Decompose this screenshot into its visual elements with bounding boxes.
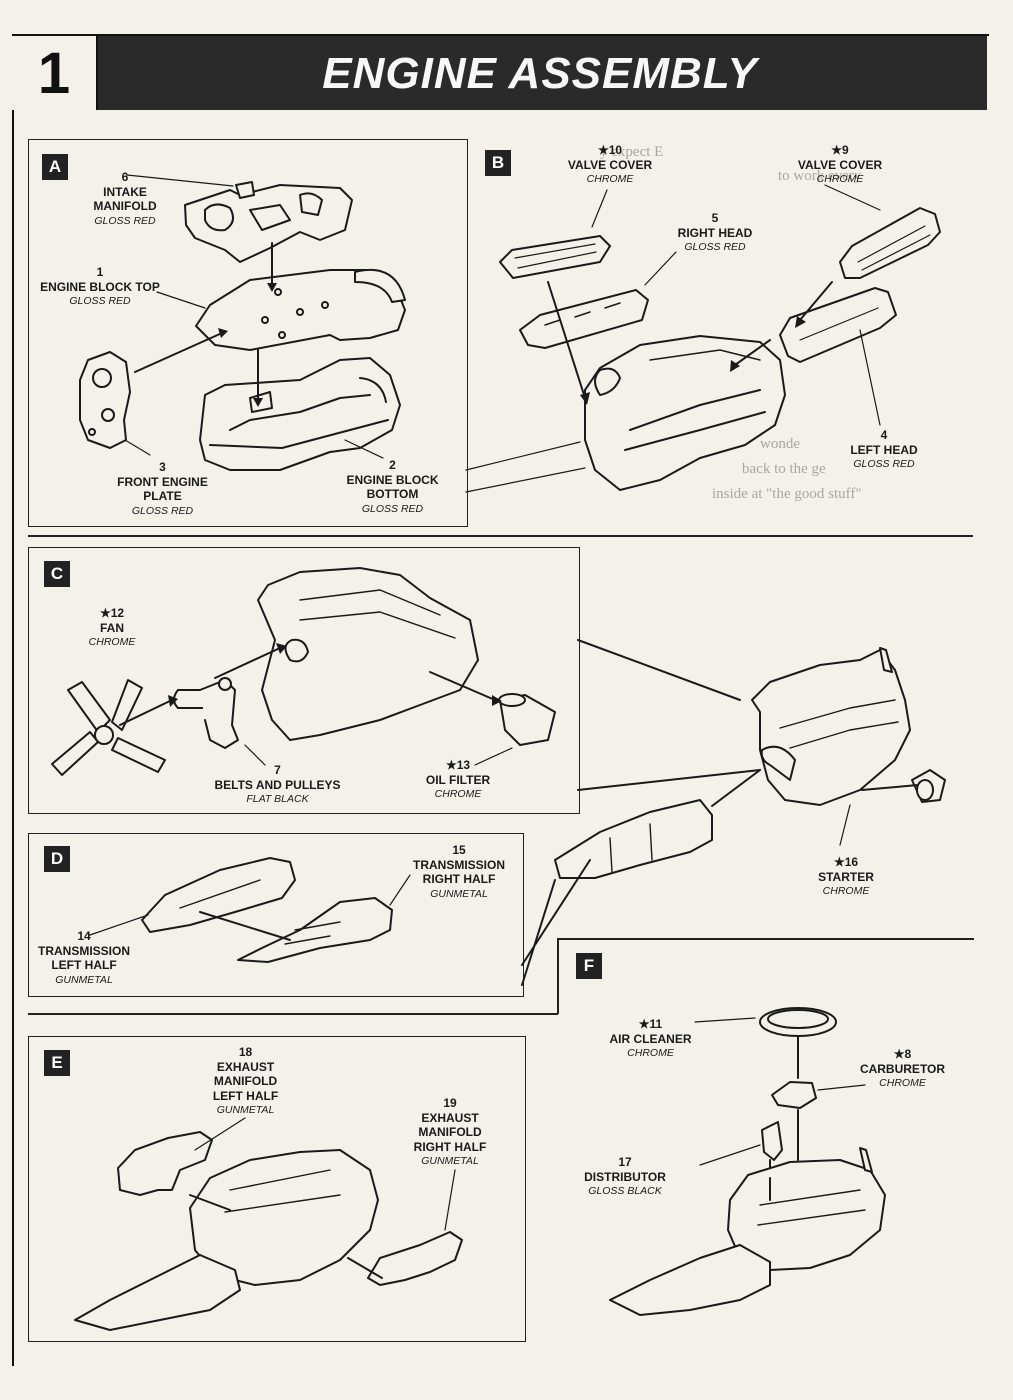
exhaust-manifold-right-part <box>367 1231 463 1286</box>
panel-a-letter: A <box>42 154 68 180</box>
panel-b-letter: B <box>485 150 511 176</box>
part-label-13: ★13 OIL FILTER CHROME <box>425 758 491 800</box>
exhaust-manifold-left-part <box>117 1131 213 1196</box>
engine-block-top-part <box>195 268 406 351</box>
part-label-9: ★9 VALVE COVER CHROME <box>797 143 883 185</box>
engine-assembly-e-part <box>74 1149 379 1331</box>
part-label-11: ★11 AIR CLEANER CHROME <box>609 1017 692 1059</box>
part-label-8: ★8 CARBURETOR CHROME <box>859 1047 946 1089</box>
panel-c-letter: C <box>44 561 70 587</box>
panel-e-letter: E <box>44 1050 70 1076</box>
air-cleaner-part <box>759 1007 837 1037</box>
valve-cover-9-part <box>839 207 941 279</box>
engine-block-bottom-part <box>199 357 401 471</box>
part-label-10: ★10 VALVE COVER CHROME <box>567 143 653 185</box>
engine-assembly-c-part <box>257 567 479 741</box>
part-label-7: 7 BELTS AND PULLEYS FLAT BLACK <box>214 763 341 805</box>
panel-f-letter: F <box>576 953 602 979</box>
bleed-through-text: y expect E <box>600 144 664 160</box>
transmission-right-half-part <box>237 897 393 963</box>
engine-assembly-f-part <box>609 1147 886 1316</box>
transmission-cd-part <box>554 799 713 879</box>
panel-d-letter: D <box>44 846 70 872</box>
panel-c <box>28 547 580 814</box>
right-head-part <box>519 289 649 349</box>
section-divider <box>558 938 974 940</box>
bleed-through-text: wonde <box>760 436 800 452</box>
part-label-5: 5 RIGHT HEAD GLOSS RED <box>677 211 753 253</box>
section-divider <box>557 938 559 1014</box>
panel-a <box>28 139 468 527</box>
step-number: 1 <box>12 36 98 110</box>
bleed-through-text: back to the ge <box>742 461 826 477</box>
section-divider <box>28 1013 558 1015</box>
bleed-through-text: inside at "the good stuff" <box>712 486 862 502</box>
oil-filter-part <box>498 693 556 746</box>
panel-e <box>28 1036 526 1342</box>
header-bar <box>12 36 987 110</box>
part-label-4: 4 LEFT HEAD GLOSS RED <box>850 428 918 470</box>
valve-cover-10-part <box>499 235 611 279</box>
starter-part <box>911 769 946 803</box>
belts-pulleys-part <box>173 677 239 749</box>
part-label-17: 17 DISTRIBUTOR GLOSS BLACK <box>584 1155 666 1197</box>
part-label-12: ★12 FAN CHROME <box>88 606 136 648</box>
part-label-16: ★16 STARTER CHROME <box>818 855 874 897</box>
panel-d <box>28 833 524 997</box>
part-label-3: 3 FRONT ENGINE PLATE GLOSS RED <box>117 460 208 517</box>
page-frame <box>12 34 989 1366</box>
intake-manifold-part <box>184 181 353 263</box>
part-label-14: 14 TRANSMISSION LEFT HALF GUNMETAL <box>37 929 130 986</box>
part-label-19: 19 EXHAUST MANIFOLD RIGHT HALF GUNMETAL <box>413 1096 487 1167</box>
fan-part <box>51 679 166 776</box>
part-label-18: 18 EXHAUST MANIFOLD LEFT HALF GUNMETAL <box>212 1045 279 1116</box>
part-label-2: 2 ENGINE BLOCK BOTTOM GLOSS RED <box>346 458 439 515</box>
carburetor-part <box>771 1081 817 1109</box>
part-label-6: 6 INTAKE MANIFOLD GLOSS RED <box>93 170 157 227</box>
front-engine-plate-part <box>79 351 131 449</box>
page-title: ENGINE ASSEMBLY <box>322 49 758 98</box>
part-label-15: 15 TRANSMISSION RIGHT HALF GUNMETAL <box>412 843 505 900</box>
transmission-left-half-part <box>141 857 296 933</box>
left-head-part <box>779 287 897 363</box>
engine-assembly-cd-part <box>751 647 911 806</box>
bleed-through-text: to work every <box>778 168 862 184</box>
section-divider <box>28 535 973 537</box>
part-label-1: 1 ENGINE BLOCK TOP GLOSS RED <box>40 265 160 307</box>
engine-assembly-b-part <box>584 335 786 491</box>
